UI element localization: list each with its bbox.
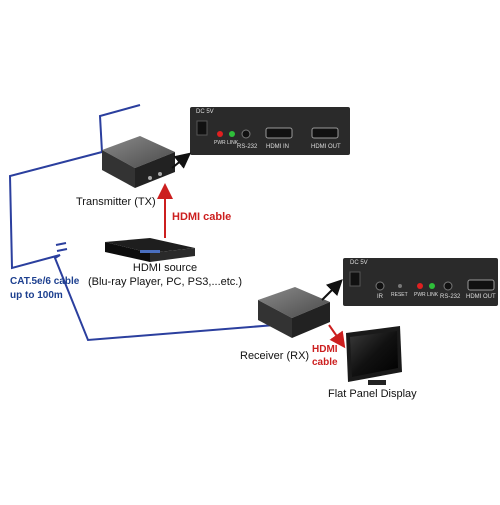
receiver-device: [258, 287, 330, 338]
flat-panel-display: [346, 326, 402, 385]
hdmi-cable-rx: [328, 324, 346, 349]
flat-panel-label: Flat Panel Display: [328, 388, 417, 400]
rx-link-label: LINK: [427, 292, 439, 298]
tx-hdmi-out-label: HDMI OUT: [311, 144, 341, 150]
cat-cable-tx-link: [98, 104, 141, 153]
tx-rear-panel: [190, 107, 350, 155]
hdmi-cable-rx-label-line1: HDMI: [312, 344, 338, 355]
rx-reset-label: RESET: [391, 292, 408, 298]
receiver-label: Receiver (RX): [240, 350, 310, 362]
cat-cable-label-line1: CAT.5e/6 cable: [10, 276, 80, 287]
transmitter-label: Transmitter (TX): [76, 196, 156, 208]
hdmi-source-title: HDMI source: [132, 262, 198, 274]
tx-hdmi-in-label: HDMI IN: [266, 144, 289, 150]
hdmi-cable-tx-label: HDMI cable: [172, 211, 232, 223]
tx-panel-arrow: [171, 152, 192, 169]
transmitter-device: [102, 136, 175, 188]
rx-panel-arrow: [321, 279, 343, 301]
hdmi-source-device: [105, 238, 195, 262]
rx-rs232-label: RS-232: [440, 294, 461, 300]
cat-cable-line: [8, 151, 276, 342]
rx-pwr-label: PWR: [414, 292, 426, 298]
rx-dc-label: DC 5V: [350, 260, 368, 266]
tx-link-label: LINK: [227, 140, 239, 146]
tx-pwr-label: PWR: [214, 140, 226, 146]
hdmi-cable-rx-label-line2: cable: [312, 357, 338, 368]
hdmi-source-desc: (Blu-ray Player, PC, PS3,...etc.): [87, 276, 243, 288]
rx-hdmi-out-label: HDMI OUT: [466, 294, 496, 300]
rx-ir-label: IR: [377, 294, 383, 300]
cat-cable-label-line2: up to 100m: [10, 290, 63, 301]
cable-break-mark: [55, 242, 68, 252]
tx-rs232-label: RS-232: [237, 144, 258, 150]
rx-rear-panel: [343, 258, 498, 306]
tx-dc-label: DC 5V: [196, 109, 214, 115]
